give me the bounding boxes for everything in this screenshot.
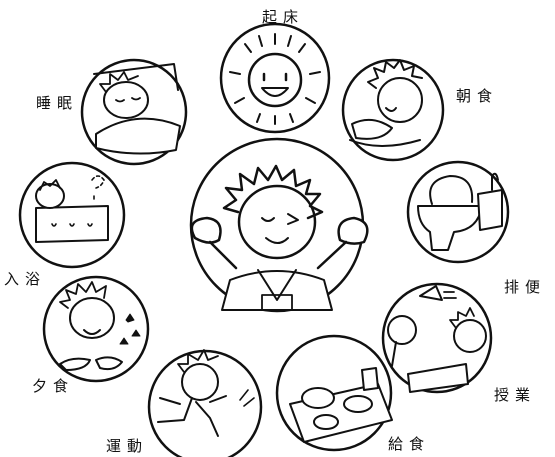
label-lunch: 給食: [388, 435, 431, 453]
label-exercise: 運動: [106, 437, 149, 455]
boy-in-bathtub-icon: [18, 161, 126, 269]
label-sleep: 睡眠: [36, 94, 79, 112]
label-bath: 入浴: [4, 270, 47, 288]
boy-eating-dinner-icon: [42, 275, 150, 383]
boy-running-icon: [147, 349, 263, 457]
classroom-blackboard-icon: [381, 282, 493, 394]
label-toilet: 排便: [504, 278, 547, 296]
boy-sleeping-icon: [80, 58, 188, 166]
label-wake-up: 起床: [262, 8, 305, 26]
label-class: 授業: [494, 386, 537, 404]
label-dinner: 夕食: [32, 377, 75, 395]
school-lunch-tray-icon: [275, 334, 393, 452]
label-breakfast: 朝食: [456, 87, 499, 105]
toilet-icon: [406, 160, 510, 264]
boy-eating-toast-icon: [341, 58, 445, 162]
smiling-sun-icon: [219, 22, 331, 134]
boy-cheering-icon: [189, 137, 369, 313]
